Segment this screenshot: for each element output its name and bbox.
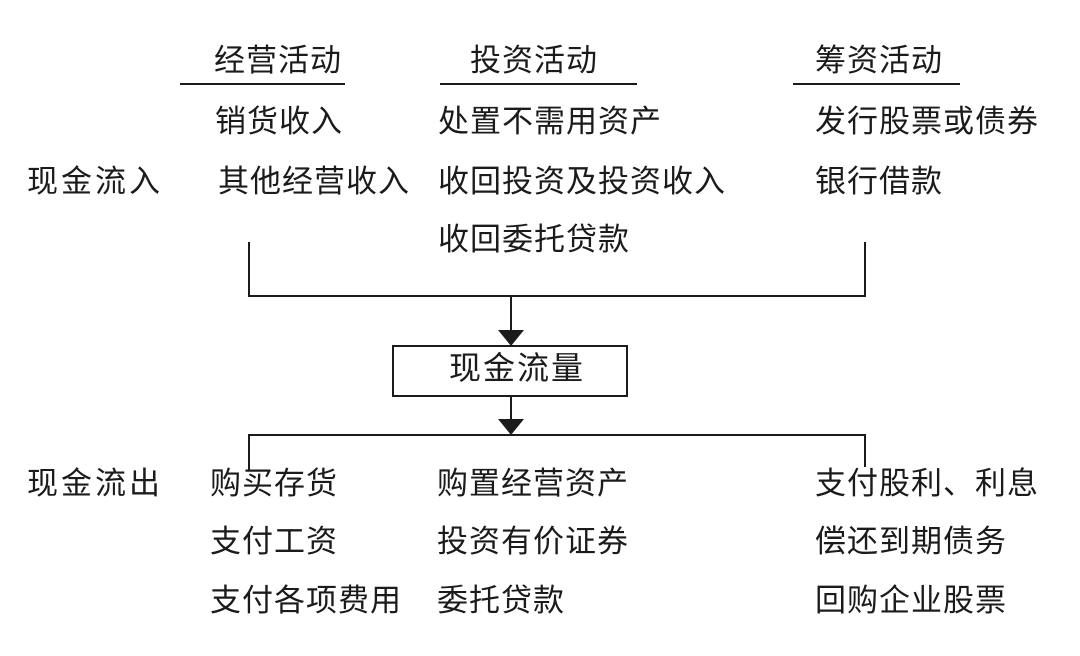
- outflow-item-purchase-operating-assets: 购置经营资产: [437, 466, 629, 501]
- inflow-item-issue-stock-bonds: 发行股票或债券: [815, 104, 1039, 139]
- bottom-bracket-left-line: [248, 434, 250, 470]
- inflow-item-sales-revenue: 销货收入: [215, 104, 343, 139]
- inflow-arrow-head-icon: [498, 330, 524, 346]
- outflow-item-pay-wages: 支付工资: [210, 524, 338, 559]
- inflow-item-other-operating-income: 其他经营收入: [218, 164, 410, 199]
- cash-flow-center-box-label: 现金流量: [448, 350, 585, 386]
- inflow-item-bank-loans: 银行借款: [815, 164, 943, 199]
- inflow-item-disposal-of-assets: 处置不需用资产: [438, 104, 662, 139]
- outflow-item-repay-debt: 偿还到期债务: [815, 524, 1007, 559]
- header-underline-operating: [180, 83, 345, 85]
- outflow-row-label: 现金流出: [27, 466, 163, 501]
- inflow-row-label: 现金流入: [27, 164, 163, 199]
- cash-flow-center-box: 现金流量: [392, 345, 628, 397]
- bottom-bracket-right-line: [864, 434, 866, 467]
- outflow-item-repurchase-stock: 回购企业股票: [815, 583, 1007, 618]
- top-bracket-left-line: [248, 242, 250, 297]
- inflow-arrow-shaft: [510, 297, 512, 331]
- column-header-investing: 投资活动: [470, 43, 598, 78]
- outflow-item-pay-dividends-interest: 支付股利、利息: [815, 466, 1039, 501]
- top-bracket-horizontal-line: [248, 295, 866, 297]
- column-header-operating: 经营活动: [214, 43, 342, 78]
- header-underline-investing: [440, 83, 637, 85]
- outflow-item-pay-expenses: 支付各项费用: [210, 583, 402, 618]
- column-header-financing: 筹资活动: [815, 43, 943, 78]
- inflow-item-recover-entrusted-loans: 收回委托贷款: [438, 222, 630, 257]
- outflow-arrow-head-icon: [498, 419, 524, 435]
- outflow-item-entrusted-loans: 委托贷款: [437, 583, 565, 618]
- header-underline-financing: [793, 83, 960, 85]
- inflow-item-recover-investment-income: 收回投资及投资收入: [438, 164, 726, 199]
- outflow-item-invest-securities: 投资有价证券: [437, 524, 629, 559]
- top-bracket-right-line: [864, 242, 866, 297]
- outflow-arrow-shaft: [510, 397, 512, 420]
- bottom-bracket-horizontal-line: [248, 434, 866, 436]
- outflow-item-purchase-inventory: 购买存货: [210, 466, 338, 501]
